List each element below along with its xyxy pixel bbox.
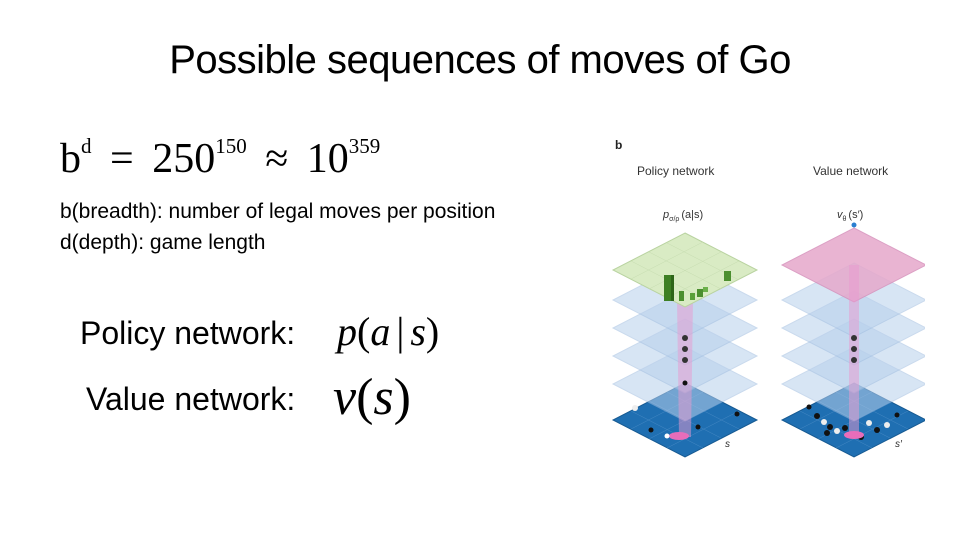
figure-policy-title: Policy network [637,164,715,178]
policy-output-bar [664,275,671,301]
policy-network-label: Policy network: [80,315,296,351]
policy-beam [677,300,693,437]
figure-policy-state: s [725,439,730,450]
figure-value-state: s′ [895,439,903,450]
network-figure: b Policy network Value network pσ/ρ(a|s)… [611,138,925,458]
policy-output-bar [690,293,695,300]
white-stone [632,405,638,411]
value-formula-s: s [373,369,394,426]
policy-ellipsis-dot [682,357,688,363]
formula-right-exponent: 359 [348,134,381,158]
branching-formula: bd = 250150 ≈ 10359 [60,134,381,183]
figure-value-symbol: vθ(s′) [837,209,863,223]
value-highlight [844,431,864,439]
policy-formula-p: p [337,309,357,354]
black-stone [695,424,701,430]
policy-output-bar [697,289,703,297]
formula-base: b [60,136,81,182]
formula-mid: 250 [152,136,216,182]
formula-approx: ≈ [265,136,289,182]
formula-mid-exponent: 150 [215,134,247,158]
policy-formula-open: ( [357,309,371,354]
policy-output-bar [679,291,684,301]
value-ellipsis-dot [851,357,857,363]
formula-right: 10 [306,136,349,182]
policy-highlight [669,432,689,440]
breadth-definition: b(breadth): number of legal moves per po… [60,200,496,223]
policy-network-stack [611,232,759,458]
black-stone [734,411,740,417]
value-formula-open: ( [356,369,374,426]
value-ellipsis-dot [851,335,857,341]
value-board-stones [806,404,900,440]
white-stone [664,433,670,439]
policy-formula-close: ) [425,309,440,354]
black-stone [648,427,654,433]
policy-ellipsis-dot [682,346,688,352]
policy-output-bar-side [671,275,674,301]
value-formula-close: ) [393,369,411,426]
value-formula-v: v [333,369,357,426]
value-network-label: Value network: [86,381,296,417]
value-network-stack [780,227,925,458]
slide-title: Possible sequences of moves of Go [169,38,791,82]
policy-formula: p(a|s) [337,308,439,355]
formula-equals: = [110,136,134,182]
policy-ellipsis-dot [682,335,688,341]
figure-policy-symbol: pσ/ρ(a|s) [662,209,703,223]
policy-output-layer [611,232,759,308]
value-ellipsis-dot [851,346,857,352]
value-output-node [851,222,857,228]
policy-formula-s: s [410,309,426,354]
policy-output-bar [703,287,708,292]
value-formula: v(s) [333,368,411,427]
figure-value-title: Value network [813,164,889,178]
policy-output-bar [724,271,731,281]
formula-base-exponent: d [81,134,92,158]
policy-formula-bar: | [396,309,405,354]
policy-formula-a: a [370,309,391,354]
figure-panel-letter: b [615,138,622,152]
depth-definition: d(depth): game length [60,231,266,254]
black-stone [682,380,688,386]
